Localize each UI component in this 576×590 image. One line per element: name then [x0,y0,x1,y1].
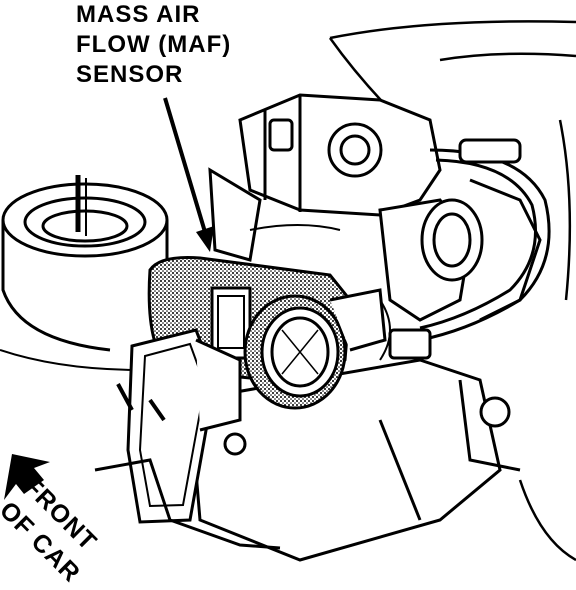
wiring-harness [249,138,551,361]
fender-outline [328,20,576,562]
throttle-body [208,93,542,322]
maf-callout-arrow [163,97,214,252]
air-cleaner [0,175,169,371]
maf-sensor-label: MASS AIR FLOW (MAF) SENSOR [76,0,231,90]
sensor-bracket [94,328,281,550]
front-of-car-arrow [4,454,50,500]
maf-label-line-3: SENSOR [76,61,184,88]
maf-label-line-1: MASS AIR [76,1,201,28]
engine-mount [188,358,521,562]
maf-label-line-2: FLOW (MAF) [76,31,232,58]
engine-illustration [0,20,576,562]
